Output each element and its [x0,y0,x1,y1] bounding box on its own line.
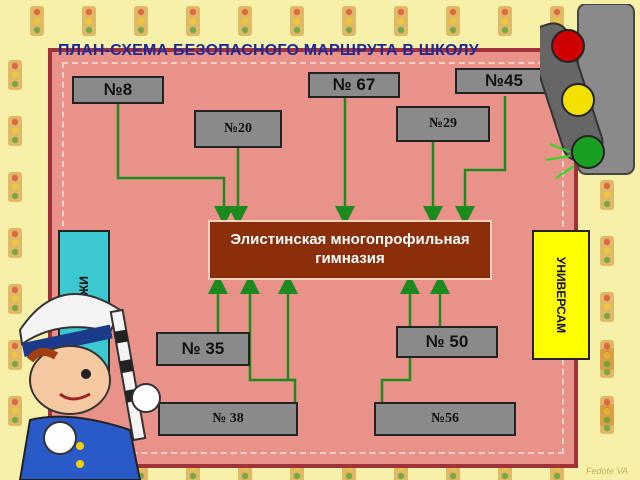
policeman-illustration [18,293,161,480]
small-traffic-light-icon [8,284,22,314]
small-traffic-light-icon [394,6,408,36]
small-traffic-light-icon [8,116,22,146]
signature: Fedote VA [585,466,628,476]
school-building: Элистинская многопрофильная гимназия [208,220,492,280]
small-traffic-light-icon [290,6,304,36]
house-29: №29 [396,106,490,142]
small-traffic-light-icon [342,6,356,36]
small-traffic-light-icon [600,236,614,266]
small-traffic-light-icon [600,340,614,370]
page-title: ПЛАН-СХЕМА БЕЗОПАСНОГО МАРШРУТА В ШКОЛУ [58,42,479,59]
house-45: №45 [455,68,553,94]
small-traffic-light-icon [600,396,614,426]
house-67-label: № 67 [332,75,376,94]
small-traffic-light-icon [186,6,200,36]
house-56-label: №56 [430,411,460,426]
small-traffic-light-icon [498,6,512,36]
route-from-38 [240,274,297,402]
traffic-light-icon [540,4,635,179]
house-50-label: № 50 [425,332,469,351]
small-traffic-light-icon [8,228,22,258]
small-traffic-light-icon [8,340,22,370]
store-label: УНИВЕРСАМ [554,256,569,334]
small-traffic-light-icon [238,6,252,36]
house-29-label: №29 [428,116,458,131]
small-traffic-light-icon [8,396,22,426]
small-traffic-light-icon [600,180,614,210]
house-35-label: № 35 [181,339,225,358]
route-from-8 [116,104,234,226]
house-56: №56 [374,402,516,436]
small-traffic-light-icon [600,292,614,322]
small-traffic-light-icon [8,172,22,202]
house-8: №8 [72,76,164,104]
small-traffic-light-icon [82,6,96,36]
route-from-45 [455,96,507,226]
small-traffic-light-icon [30,6,44,36]
house-50: № 50 [396,326,498,358]
house-35: № 35 [156,332,250,366]
small-traffic-light-icon [134,6,148,36]
house-8-label: №8 [103,80,133,99]
store-area: УНИВЕРСАМ [532,230,590,360]
house-38-label: № 38 [212,411,244,426]
house-67: № 67 [308,72,400,98]
house-20: №20 [194,110,282,148]
house-38: № 38 [158,402,298,436]
house-45-label: №45 [485,71,523,90]
house-20-label: №20 [223,121,253,136]
small-traffic-light-icon [446,6,460,36]
small-traffic-light-icon [8,60,22,90]
